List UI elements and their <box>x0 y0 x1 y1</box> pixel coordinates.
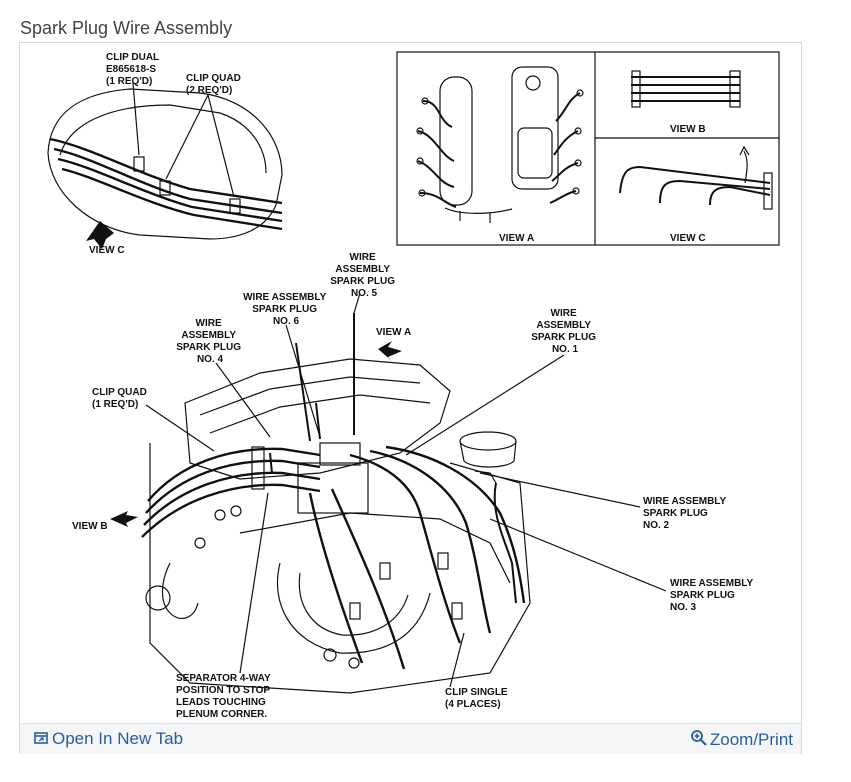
separator-label: SEPARATOR 4-WAY POSITION TO STOP LEADS T… <box>176 673 273 720</box>
clip-dual-label: CLIP DUAL E865618-S (1 REQ'D) <box>106 52 162 87</box>
clip-single-label: CLIP SINGLE (4 PLACES) <box>445 687 510 710</box>
page-title: Spark Plug Wire Assembly <box>20 18 233 38</box>
view-a-pointer-label: VIEW A <box>376 327 411 338</box>
view-c-pointer-label: VIEW C <box>89 245 125 256</box>
view-c-caption: VIEW C <box>670 233 706 244</box>
wire-plug1-label: WIRE ASSEMBLY SPARK PLUG NO. 1 <box>531 308 599 355</box>
wire-plug4-label: WIRE ASSEMBLY SPARK PLUG NO. 4 <box>176 318 244 365</box>
spark-plug-wire-diagram: VIEW A VIEW B VIEW C CLIP DUAL E865618-S… <box>47 51 780 720</box>
external-window-icon <box>34 732 48 744</box>
zoom-print-label: Zoom/Print <box>709 730 793 749</box>
open-in-new-tab-label: Open In New Tab <box>52 729 184 748</box>
view-b-drawing <box>631 70 741 108</box>
view-a-drawing <box>416 66 584 223</box>
wire-plug3-label: WIRE ASSEMBLY SPARK PLUG NO. 3 <box>670 578 756 613</box>
clip-quad-mid-label: CLIP QUAD (1 REQ'D) <box>92 387 150 410</box>
diagram-frame: VIEW A VIEW B VIEW C CLIP DUAL E865618-S… <box>19 42 802 754</box>
clip-quad-top-label: CLIP QUAD (2 REQ'D) <box>186 73 244 96</box>
view-a-caption: VIEW A <box>499 233 534 244</box>
view-c-drawing <box>619 145 773 210</box>
view-b-pointer-label: VIEW B <box>72 521 108 532</box>
view-b-caption: VIEW B <box>670 124 706 135</box>
wire-plug6-label: WIRE ASSEMBLY SPARK PLUG NO. 6 <box>243 292 329 327</box>
inset-views: VIEW A VIEW B VIEW C <box>396 51 780 246</box>
magnifier-plus-icon <box>690 730 707 746</box>
open-in-new-tab-link[interactable]: Open In New Tab <box>34 729 183 749</box>
wire-plug2-label: WIRE ASSEMBLY SPARK PLUG NO. 2 <box>643 496 729 531</box>
diagram-footer: Open In New Tab Zoom/Print <box>20 723 801 754</box>
engine-illustration <box>110 292 667 694</box>
wire-plug5-label: WIRE ASSEMBLY SPARK PLUG NO. 5 <box>330 252 398 299</box>
zoom-print-link[interactable]: Zoom/Print <box>690 729 793 750</box>
upper-manifold-detail <box>47 82 283 249</box>
